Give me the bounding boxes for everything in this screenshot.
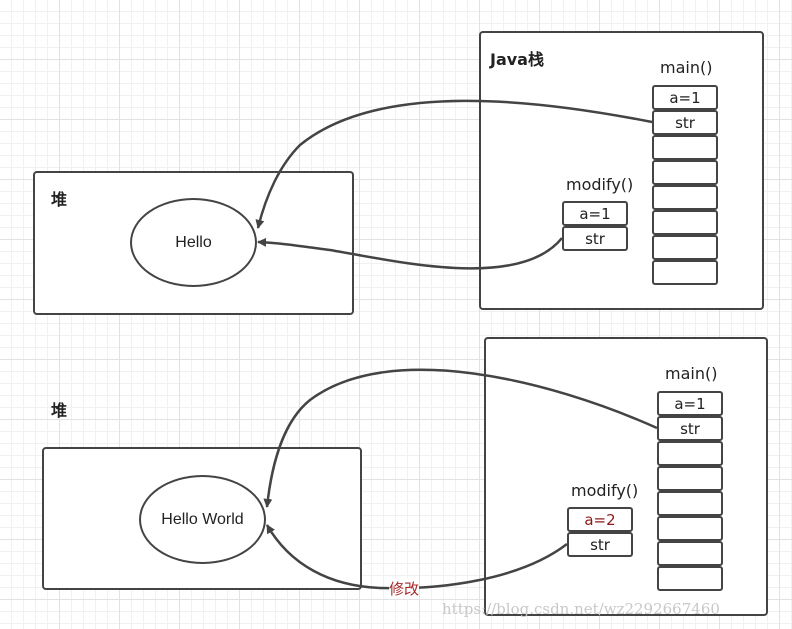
bottom-main-cell	[657, 466, 723, 491]
bottom-main-label: main()	[665, 364, 718, 383]
top-modify-label: modify()	[566, 175, 634, 194]
top-main-cell	[652, 135, 718, 160]
top-modify-cell: a=1	[562, 201, 628, 226]
bottom-stack-box	[484, 337, 768, 616]
edit-note: 修改	[389, 578, 420, 599]
bottom-main-cell	[657, 516, 723, 541]
bottom-heap-object: Hello World	[139, 475, 266, 564]
watermark: https://blog.csdn.net/wz2292667460	[442, 600, 720, 618]
top-stack-label: Java栈	[490, 50, 544, 69]
top-main-cell	[652, 260, 718, 285]
top-heap-label: 堆	[51, 190, 68, 209]
bottom-main-cell	[657, 441, 723, 466]
top-main-cell	[652, 185, 718, 210]
bottom-main-cell: a=1	[657, 391, 723, 416]
top-main-cell	[652, 235, 718, 260]
bottom-modify-label: modify()	[571, 481, 639, 500]
bottom-main-cell	[657, 541, 723, 566]
top-heap-object-text: Hello	[175, 233, 212, 251]
bottom-main-cell	[657, 566, 723, 591]
top-main-cell: a=1	[652, 85, 718, 110]
top-main-cell	[652, 160, 718, 185]
top-heap-object: Hello	[130, 198, 257, 287]
bottom-modify-cell: str	[567, 532, 633, 557]
top-main-cell: str	[652, 110, 718, 135]
bottom-modify-cell: a=2	[567, 507, 633, 532]
top-main-cell	[652, 210, 718, 235]
bottom-heap-object-text: Hello World	[161, 510, 244, 528]
top-modify-cell: str	[562, 226, 628, 251]
top-stack-box	[479, 31, 764, 310]
bottom-main-cell	[657, 491, 723, 516]
bottom-heap-label: 堆	[51, 401, 68, 420]
top-main-label: main()	[660, 58, 713, 77]
bottom-main-cell: str	[657, 416, 723, 441]
